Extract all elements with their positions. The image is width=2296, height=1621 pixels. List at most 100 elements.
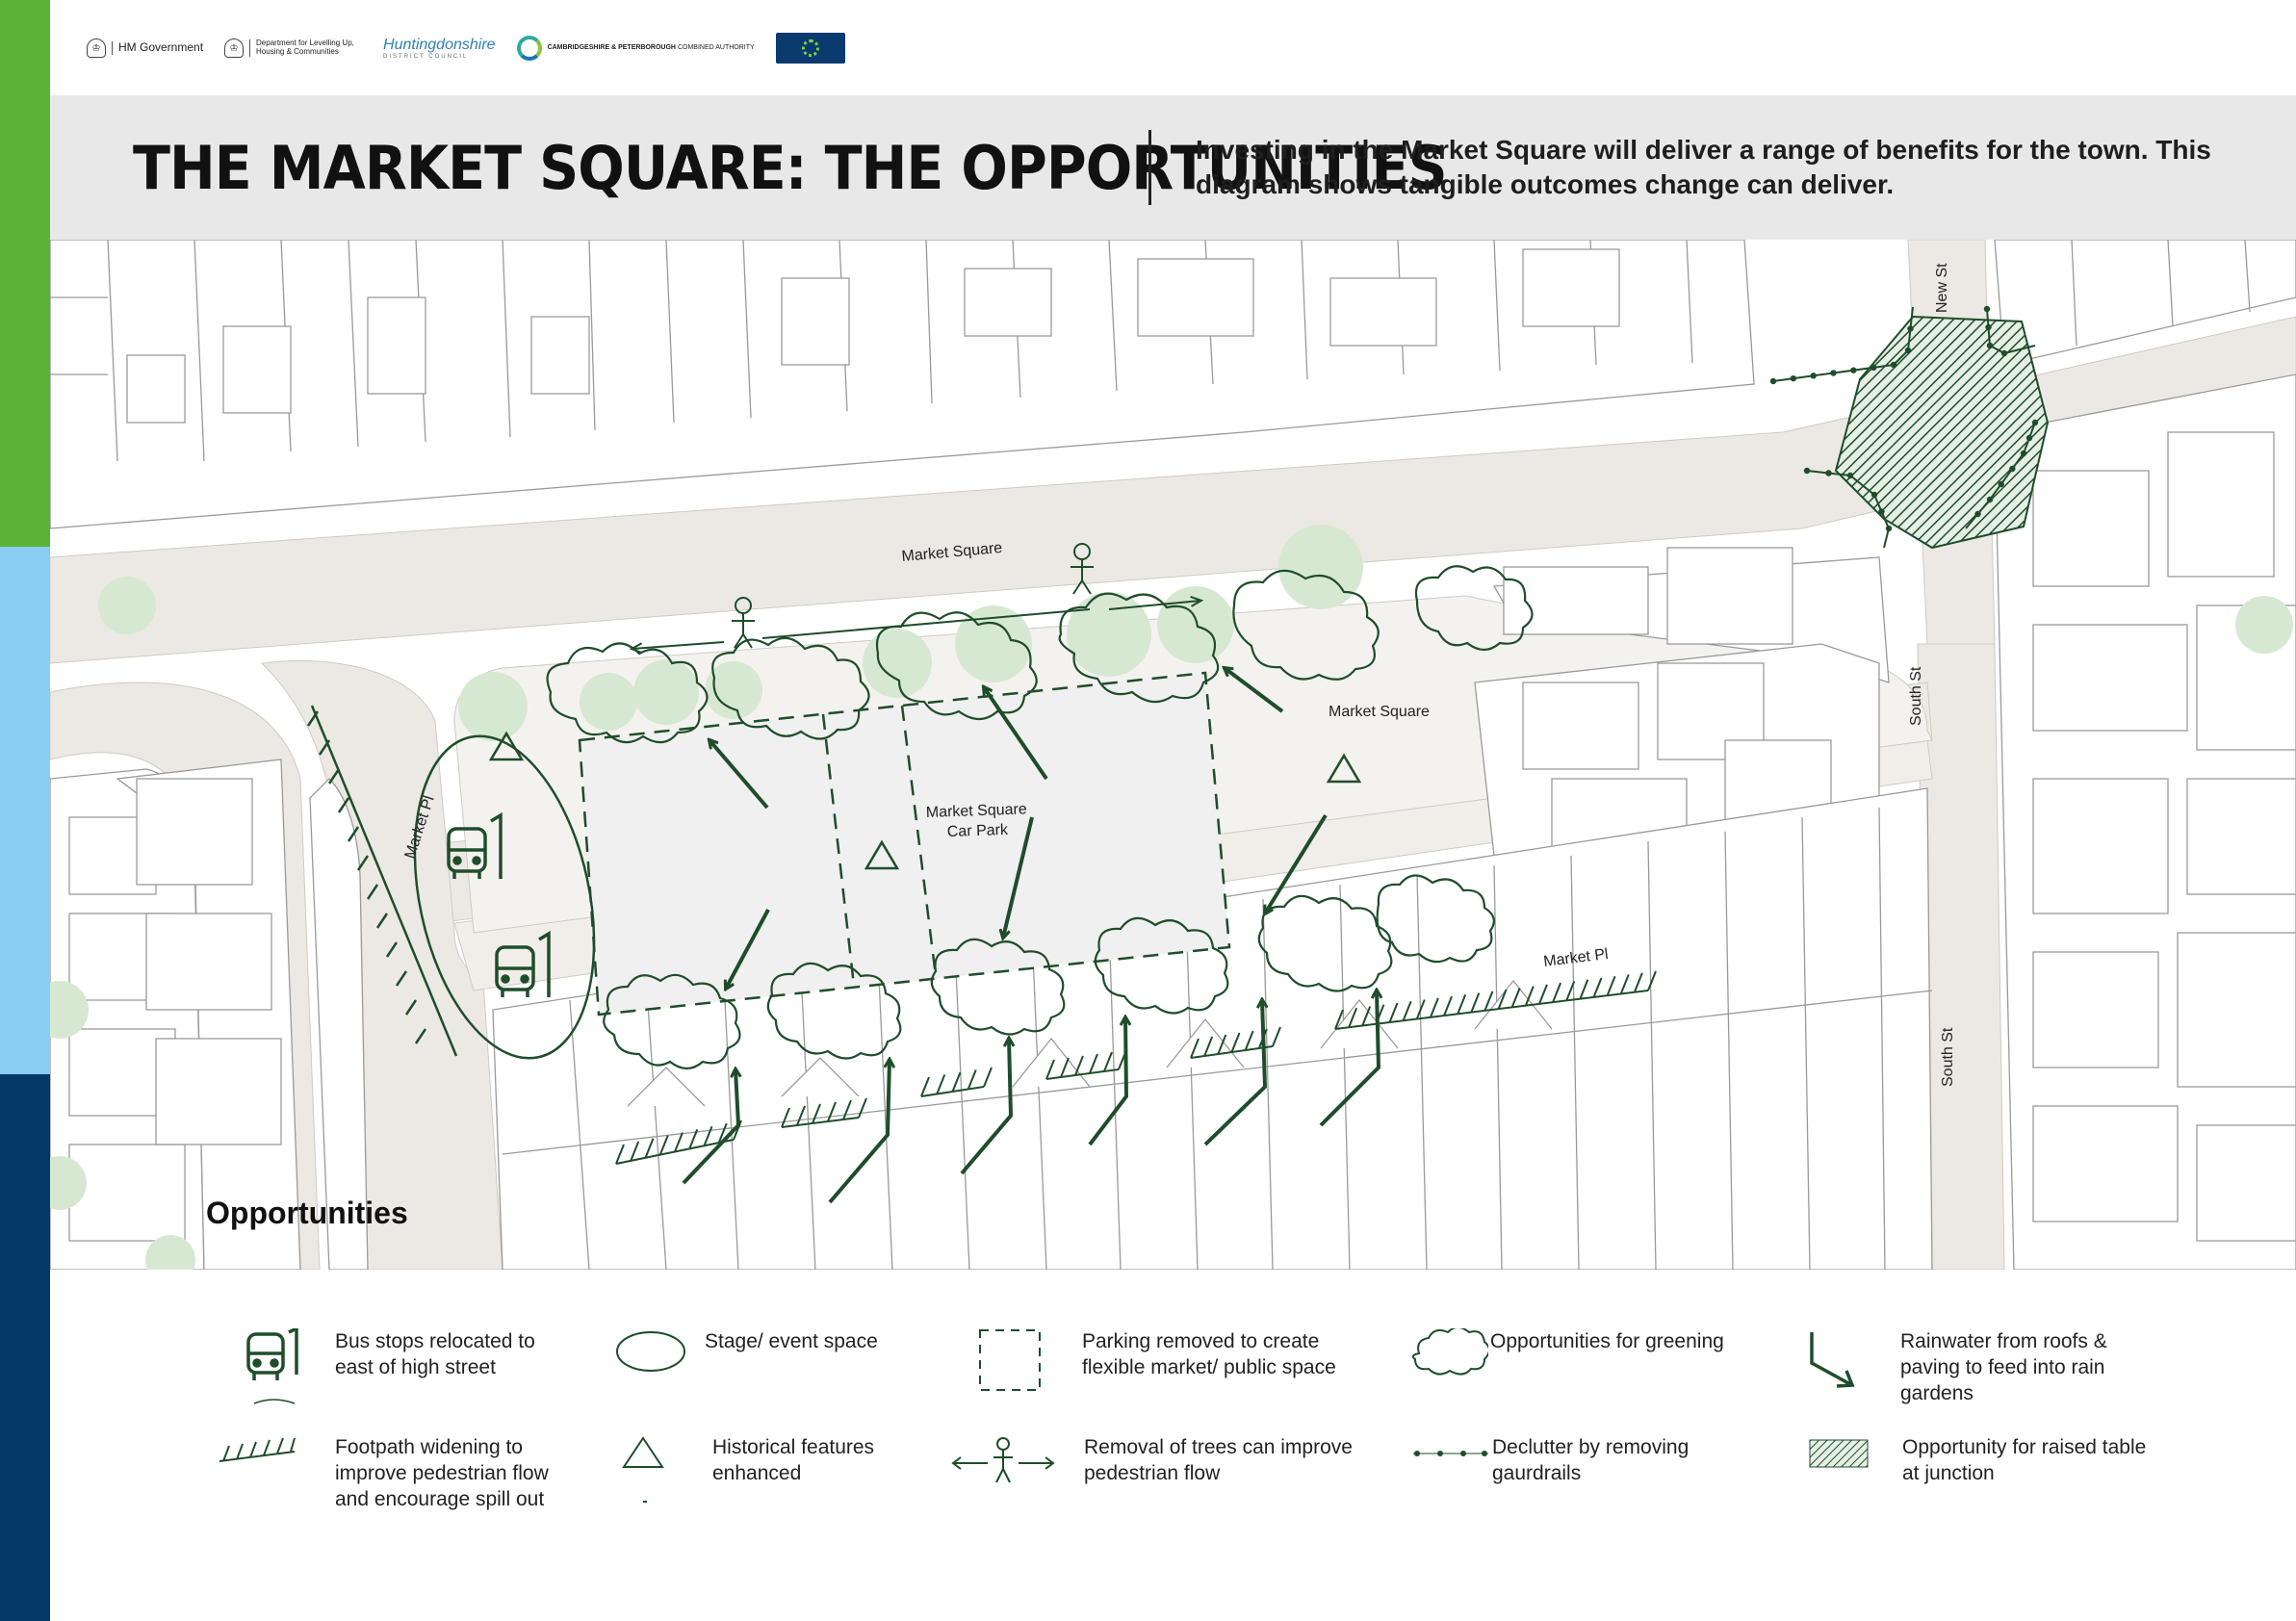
legend-footpath-text: Footpath widening to improve pedestrian …: [335, 1436, 549, 1510]
label-market-square-right: Market Square: [1329, 704, 1430, 720]
cpca-ring-icon: [516, 36, 542, 61]
hatch-tick: [1217, 1034, 1227, 1055]
hatch-tick: [1230, 1032, 1241, 1053]
hatch-tick: [1348, 1007, 1358, 1028]
legend-declutter: Declutter by removing gaurdrails: [1411, 1434, 1742, 1486]
site-map: Market Square Market Square Market Squar…: [50, 240, 2296, 1270]
hatch-tick: [1483, 991, 1494, 1012]
legend-parking-removed: Parking removed to create flexible marke…: [978, 1328, 1371, 1394]
crest-icon: ♔: [87, 39, 106, 58]
legend-raised-table-text: Opportunity for raised table at junction: [1902, 1436, 2147, 1484]
historical-triangle-icon: [1326, 753, 1362, 784]
hatch-tick: [781, 1107, 790, 1128]
hatch-tick: [1190, 1038, 1200, 1059]
label-car-park-line2: Car Park: [947, 822, 1010, 840]
dashed-square-icon: [979, 1329, 1041, 1391]
hatch-tick: [1334, 1009, 1344, 1030]
rainwater-arrow-icon: [1810, 1332, 1855, 1388]
sidebar-stripe-navy: [0, 1074, 50, 1621]
partner-logos: ♔ HM Government ♔ Department for Levelli…: [87, 27, 845, 69]
hatch-tick: [658, 1135, 669, 1155]
greening-row-north: [546, 565, 1534, 744]
legend-tree-removal-text: Removal of trees can improve pedestrian …: [1084, 1436, 1353, 1484]
hatch-tick: [644, 1138, 655, 1159]
hatch-tick: [615, 1144, 625, 1165]
historical-triangle-icon: [488, 731, 525, 761]
guardrail-dots-icon: [1413, 1451, 1488, 1456]
pedestrian-figure-icon: [1071, 543, 1094, 595]
greening-cloud-icon: [1411, 1328, 1488, 1376]
hatch-tick: [1606, 975, 1616, 996]
hatch-tick: [827, 1101, 837, 1122]
hatch-tick: [1524, 986, 1535, 1007]
rainwater-arrows: [682, 668, 1379, 1204]
label-south-st-lower: South St: [1940, 1027, 1956, 1087]
legend-raised-table: Opportunity for raised table at junction: [1808, 1434, 2153, 1486]
pedestrian-arrows-icon: [951, 1437, 1055, 1483]
pedestrian-flow: [632, 601, 1200, 649]
hatch-tick: [1272, 1026, 1281, 1047]
legend-declutter-text: Declutter by removing gaurdrails: [1492, 1436, 1690, 1484]
hatch-tick: [1244, 1030, 1254, 1051]
adc-ring-icon: [801, 39, 819, 57]
footpath-widening-hatches: [306, 705, 458, 1057]
legend-parking-removed-text: Parking removed to create flexible marke…: [1082, 1330, 1336, 1378]
hatch-tick: [1060, 1057, 1070, 1078]
hatch-tick: [1089, 1053, 1098, 1074]
hatch-tick: [717, 1122, 728, 1144]
header-band: [50, 95, 2296, 240]
hatch-tick: [1647, 970, 1657, 991]
historical-triangle-icon: [622, 1436, 664, 1503]
hatch-tick: [812, 1103, 821, 1124]
footpath-hatch-icon: [219, 1437, 296, 1462]
hatch-tick: [1415, 999, 1426, 1019]
intro-text: Investing in the Market Square will deli…: [1196, 135, 2211, 199]
existing-trees: [50, 577, 2293, 1270]
sidebar-stripe-lightblue: [0, 547, 50, 1074]
legend-historical: Historical features enhanced: [620, 1434, 905, 1511]
cpca-logo: CAMBRIDGESHIRE & PETERBOROUGH COMBINED A…: [516, 36, 755, 61]
legend-rainwater-text: Rainwater from roofs & paving to feed in…: [1900, 1330, 2107, 1404]
legend-footpath: Footpath widening to improve pedestrian …: [218, 1434, 585, 1512]
label-south-st-upper: South St: [1908, 666, 1924, 726]
greening-row-south: [603, 874, 1495, 1070]
bus-stop-icon: [447, 811, 503, 879]
legend-stage-text: Stage/ event space: [705, 1330, 878, 1352]
hatch-tick: [1361, 1006, 1372, 1026]
hatch-tick: [983, 1067, 993, 1088]
hatch-tick: [1203, 1036, 1214, 1057]
huntingdonshire-logo: Huntingdonshire DISTRICT COUNCIL: [383, 36, 496, 60]
hatch-tick: [630, 1141, 640, 1162]
historical-triangle-icon: [864, 839, 900, 870]
hatch-tick: [1565, 981, 1576, 1001]
hatched-box-icon: [1809, 1439, 1869, 1468]
legend-greening: Opportunities for greening: [1411, 1328, 1779, 1377]
historical-feature-icons: [488, 731, 1362, 870]
hatch-tick: [1510, 988, 1521, 1008]
hatch-tick: [1552, 982, 1562, 1003]
hatch-tick: [703, 1125, 713, 1146]
hatch-tick: [1497, 989, 1508, 1010]
footpath-hatch-ticks: [615, 970, 1657, 1165]
legend-tree-removal: Removal of trees can improve pedestrian …: [949, 1434, 1373, 1492]
hatch-tick: [688, 1129, 699, 1149]
legend-rainwater: Rainwater from roofs & paving to feed in…: [1808, 1328, 2151, 1406]
adc-logo: [775, 33, 845, 64]
hatch-tick: [951, 1071, 962, 1093]
hatch-tick: [1579, 979, 1589, 1000]
hatch-tick: [858, 1097, 867, 1119]
title-divider: [1148, 130, 1151, 205]
dluhc-logo: ♔ Department for Levelling Up, Housing &…: [224, 39, 362, 58]
hatch-tick: [1457, 993, 1467, 1015]
hatch-tick: [1443, 995, 1453, 1016]
sidebar-stripe-green: [0, 0, 50, 547]
hatch-tick: [936, 1074, 946, 1094]
page-title: THE MARKET SQUARE: THE OPPORTUNITIES: [133, 133, 1448, 203]
stage-event-space: [413, 734, 596, 1060]
legend-bus-stops-text: Bus stops relocated to east of high stre…: [335, 1330, 535, 1378]
label-new-st: New St: [1934, 263, 1950, 313]
hatch-tick: [1592, 977, 1603, 998]
hatch-tick: [1103, 1051, 1113, 1072]
legend-stage: Stage/ event space: [614, 1328, 916, 1377]
bus-stop-icon: [495, 930, 551, 997]
